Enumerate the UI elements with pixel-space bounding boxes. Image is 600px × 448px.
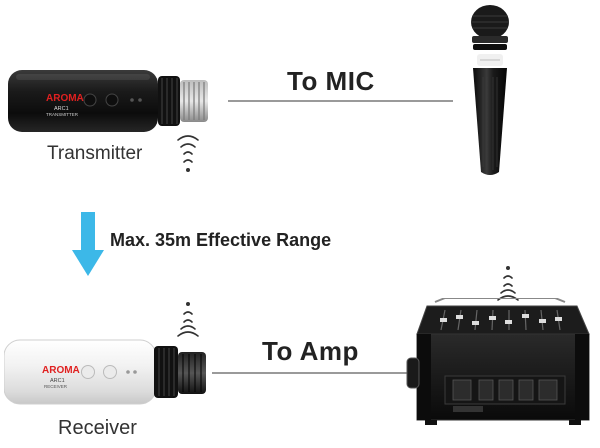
- microphone: [471, 5, 509, 175]
- receiver-device: AROMA ARC1 RECEIVER: [4, 339, 206, 405]
- to-mic-label: To MIC: [287, 66, 375, 96]
- amplifier: [406, 298, 590, 425]
- range-label: Max. 35m Effective Range: [110, 230, 332, 250]
- receiver-brand: AROMA: [42, 365, 80, 376]
- wireless-signal-icon: [177, 302, 199, 337]
- transmitter-device: AROMA ARC1 TRANSMITTER: [8, 70, 208, 132]
- receiver-label: Receiver: [58, 417, 137, 439]
- wireless-signal-icon: [177, 135, 199, 172]
- receiver-model: ARC1: [50, 378, 65, 384]
- transmitter-type: TRANSMITTER: [46, 112, 79, 117]
- connector-line-mic: [228, 100, 453, 102]
- connector-line-amp: [212, 372, 410, 374]
- transmitter-label: Transmitter: [47, 143, 143, 164]
- down-arrow-icon: [72, 212, 104, 276]
- transmitter-brand: AROMA: [46, 93, 84, 104]
- to-amp-label: To Amp: [262, 336, 359, 366]
- transmitter-model: ARC1: [54, 106, 69, 112]
- receiver-type: RECEIVER: [44, 384, 68, 389]
